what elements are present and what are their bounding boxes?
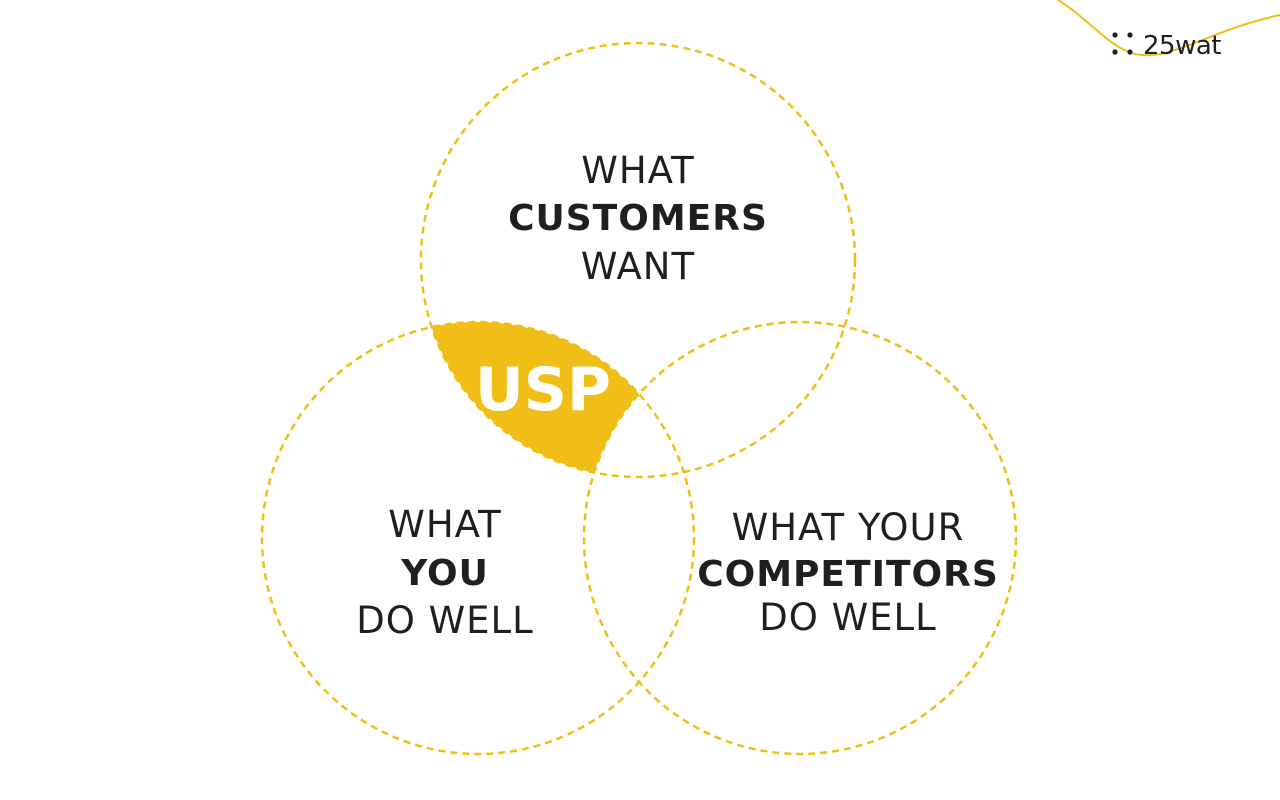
top-label-line3: WANT [581,245,695,288]
left-label-line3: DO WELL [356,599,534,642]
circle-competitors-do-well [582,320,1018,756]
circle-customers-want [419,41,857,479]
top-label-line1: WHAT [581,149,694,192]
brand-dots-icon [1112,32,1133,55]
right-label-line3: DO WELL [759,596,937,639]
brand-swoosh-decoration [1057,0,1280,57]
top-label-line2: CUSTOMERS [508,198,768,239]
usp-highlight-region [421,322,694,477]
left-label-line1: WHAT [388,503,501,546]
left-label-line2: YOU [400,553,489,594]
circle-you-do-well [260,320,696,756]
right-label-line1: WHAT YOUR [732,506,965,549]
brand-logo-text: 25wat [1143,31,1221,61]
usp-label: USP [475,355,611,425]
right-label-line2: COMPETITORS [697,554,999,595]
